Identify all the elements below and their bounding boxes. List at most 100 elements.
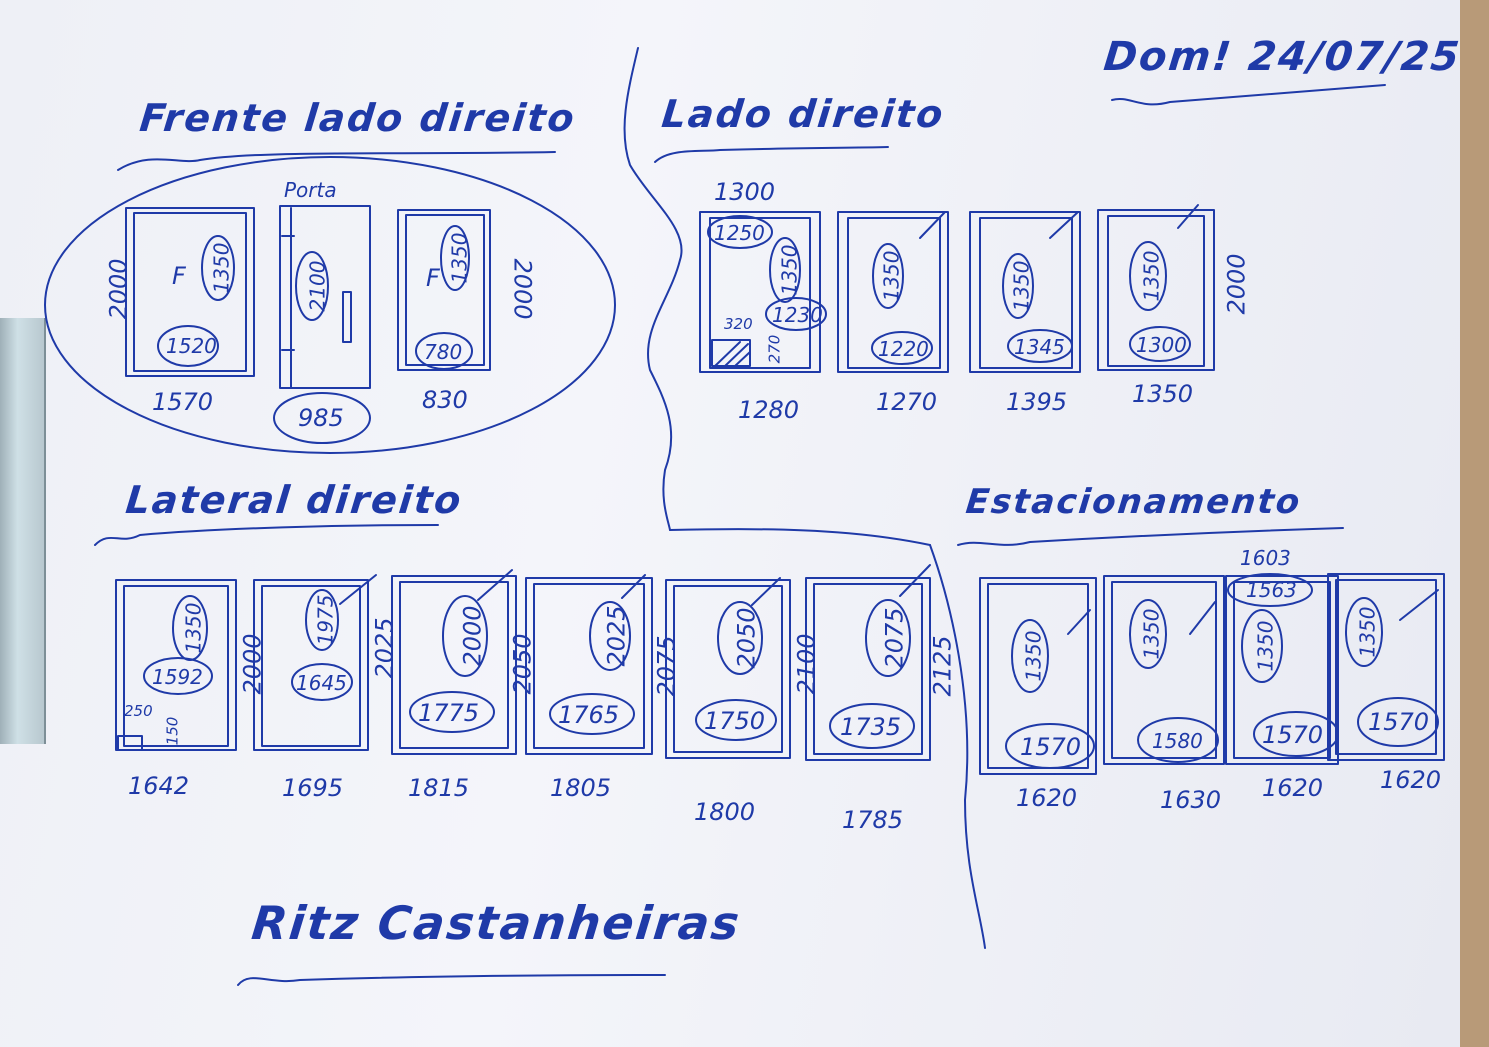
lado-w4-inner-h: 1350 bbox=[1139, 250, 1164, 302]
lateral-w2-width: 1695 bbox=[282, 774, 344, 802]
estac-window-1-oval-h bbox=[1011, 619, 1049, 693]
lateral-w6-width: 1785 bbox=[842, 806, 904, 834]
lateral-window-2-inner bbox=[261, 585, 361, 747]
lado-w1-inner-b: 1230 bbox=[772, 303, 823, 327]
lateral-window-5-tick bbox=[751, 577, 781, 606]
lado-window-2-oval-h bbox=[872, 243, 904, 309]
lateral-window-2-frame bbox=[253, 579, 369, 751]
lateral-window-4-oval-w bbox=[549, 693, 635, 735]
estac-w1-width: 1620 bbox=[1016, 784, 1078, 812]
lateral-w5-height: 2100 bbox=[792, 633, 821, 695]
lado-window-4-inner bbox=[1107, 215, 1205, 367]
lateral-window-6-inner bbox=[813, 583, 923, 755]
lateral-window-6-frame bbox=[805, 577, 931, 761]
frente-door-oval-w bbox=[273, 392, 371, 444]
lateral-window-5-frame bbox=[665, 579, 791, 759]
estac-w4-width: 1620 bbox=[1380, 766, 1442, 794]
lado-window-1-frame bbox=[699, 211, 821, 373]
estac-window-4-tick bbox=[1399, 589, 1439, 621]
estac-window-2-frame bbox=[1103, 575, 1225, 765]
lateral-window-3-oval-w bbox=[409, 691, 495, 733]
divider-vertical-bottom bbox=[929, 544, 986, 949]
lateral-window-3-frame bbox=[391, 575, 517, 755]
divider-horizontal bbox=[669, 528, 931, 546]
lateral-window-5-inner bbox=[673, 585, 783, 753]
lateral-w2-inner-w: 1645 bbox=[296, 671, 347, 695]
lado-w2-inner-w: 1220 bbox=[878, 337, 929, 361]
underline-lado bbox=[654, 146, 889, 163]
lateral-window-1-hatch bbox=[117, 735, 143, 751]
frente-group-oval bbox=[44, 156, 616, 454]
lateral-window-1-frame bbox=[115, 579, 237, 751]
lateral-window-6-oval-h bbox=[865, 599, 911, 677]
estac-window-2-oval-h bbox=[1129, 599, 1167, 669]
lateral-w4-height: 2075 bbox=[652, 635, 681, 697]
lateral-w3-height: 2050 bbox=[508, 633, 537, 695]
frente-w3-height: 2000 bbox=[508, 258, 537, 320]
estac-w3-top-inner: 1563 bbox=[1246, 578, 1297, 602]
lado-w3-inner-w: 1345 bbox=[1014, 335, 1065, 359]
frente-w1-height: 2000 bbox=[104, 258, 133, 320]
lado-w1-top-width: 1300 bbox=[714, 178, 776, 206]
lateral-window-2-tick bbox=[339, 574, 377, 605]
frente-window-1-inner bbox=[133, 212, 247, 372]
lado-window-2-tick bbox=[919, 211, 946, 239]
divider-vertical-top bbox=[623, 47, 683, 531]
lateral-w6-inner-h: 2075 bbox=[880, 607, 909, 669]
estac-w2-width: 1630 bbox=[1160, 786, 1222, 814]
frente-door-width: 985 bbox=[298, 404, 344, 432]
lado-w1-inner-h: 1350 bbox=[777, 244, 802, 296]
estac-w4-inner-w: 1570 bbox=[1368, 708, 1430, 736]
lado-w3-width: 1395 bbox=[1006, 388, 1068, 416]
frente-w3-inner-w: 780 bbox=[424, 340, 463, 364]
lado-w2-width: 1270 bbox=[876, 388, 938, 416]
lado-window-2-frame bbox=[837, 211, 949, 373]
frente-window-1-oval-h bbox=[201, 235, 235, 301]
estac-window-4-oval-w bbox=[1357, 697, 1439, 747]
estac-window-4-oval-h bbox=[1345, 597, 1383, 667]
lado-window-3-oval-w bbox=[1007, 329, 1073, 363]
lado-w1-width: 1280 bbox=[738, 396, 800, 424]
frente-door-oval-h bbox=[295, 251, 329, 321]
lado-window-1-oval-c bbox=[765, 297, 827, 331]
estac-window-2-inner bbox=[1111, 581, 1217, 759]
frente-w3-inner-h: 1350 bbox=[447, 232, 472, 284]
lado-w1-small-w: 320 bbox=[724, 315, 753, 333]
lado-window-3-frame bbox=[969, 211, 1081, 373]
estac-w3-width: 1620 bbox=[1262, 774, 1324, 802]
lateral-window-4-inner bbox=[533, 583, 645, 749]
lado-window-1-oval-a bbox=[707, 215, 773, 249]
estac-window-2-tick bbox=[1189, 601, 1216, 635]
lateral-w1-inner-h: 1350 bbox=[181, 602, 206, 654]
estac-w1-inner-h: 1350 bbox=[1021, 630, 1046, 682]
estac-window-4-inner bbox=[1335, 579, 1437, 755]
estac-w4-inner-h: 1350 bbox=[1355, 606, 1380, 658]
lado-window-4-oval-w bbox=[1129, 326, 1191, 362]
lado-w2-inner-h: 1350 bbox=[879, 250, 904, 302]
estac-w1-inner-w: 1570 bbox=[1020, 733, 1082, 761]
underline-estacionamento bbox=[957, 527, 1344, 546]
lateral-w5-inner-h: 2050 bbox=[732, 607, 761, 669]
lateral-w3-width: 1815 bbox=[408, 774, 470, 802]
date-note: Dom! 24/07/25 bbox=[1101, 34, 1464, 80]
lateral-window-3-inner bbox=[399, 581, 509, 749]
estac-window-3-frame bbox=[1225, 575, 1339, 765]
frente-window-3-oval-h bbox=[440, 225, 470, 291]
estac-window-3-oval-w bbox=[1253, 711, 1339, 757]
lado-window-4-tick bbox=[1177, 204, 1199, 229]
lateral-w4-width: 1805 bbox=[550, 774, 612, 802]
underline-lateral bbox=[94, 524, 439, 546]
lateral-w1-width: 1642 bbox=[128, 772, 190, 800]
lateral-w3-inner-w: 1775 bbox=[418, 699, 480, 727]
lateral-window-6-tick bbox=[899, 564, 931, 597]
frente-w1-inner-w: 1520 bbox=[166, 334, 217, 358]
frente-door-inner-h: 2100 bbox=[305, 260, 330, 312]
lateral-w3-inner-h: 2000 bbox=[458, 605, 487, 667]
frente-w3-mark: F bbox=[426, 264, 440, 292]
lateral-window-2-oval-w bbox=[291, 663, 353, 701]
lateral-w1-height: 2000 bbox=[238, 633, 267, 695]
lateral-window-4-oval-h bbox=[589, 601, 631, 671]
lateral-w4-inner-w: 1765 bbox=[558, 701, 620, 729]
lado-w4-width: 1350 bbox=[1132, 380, 1194, 408]
